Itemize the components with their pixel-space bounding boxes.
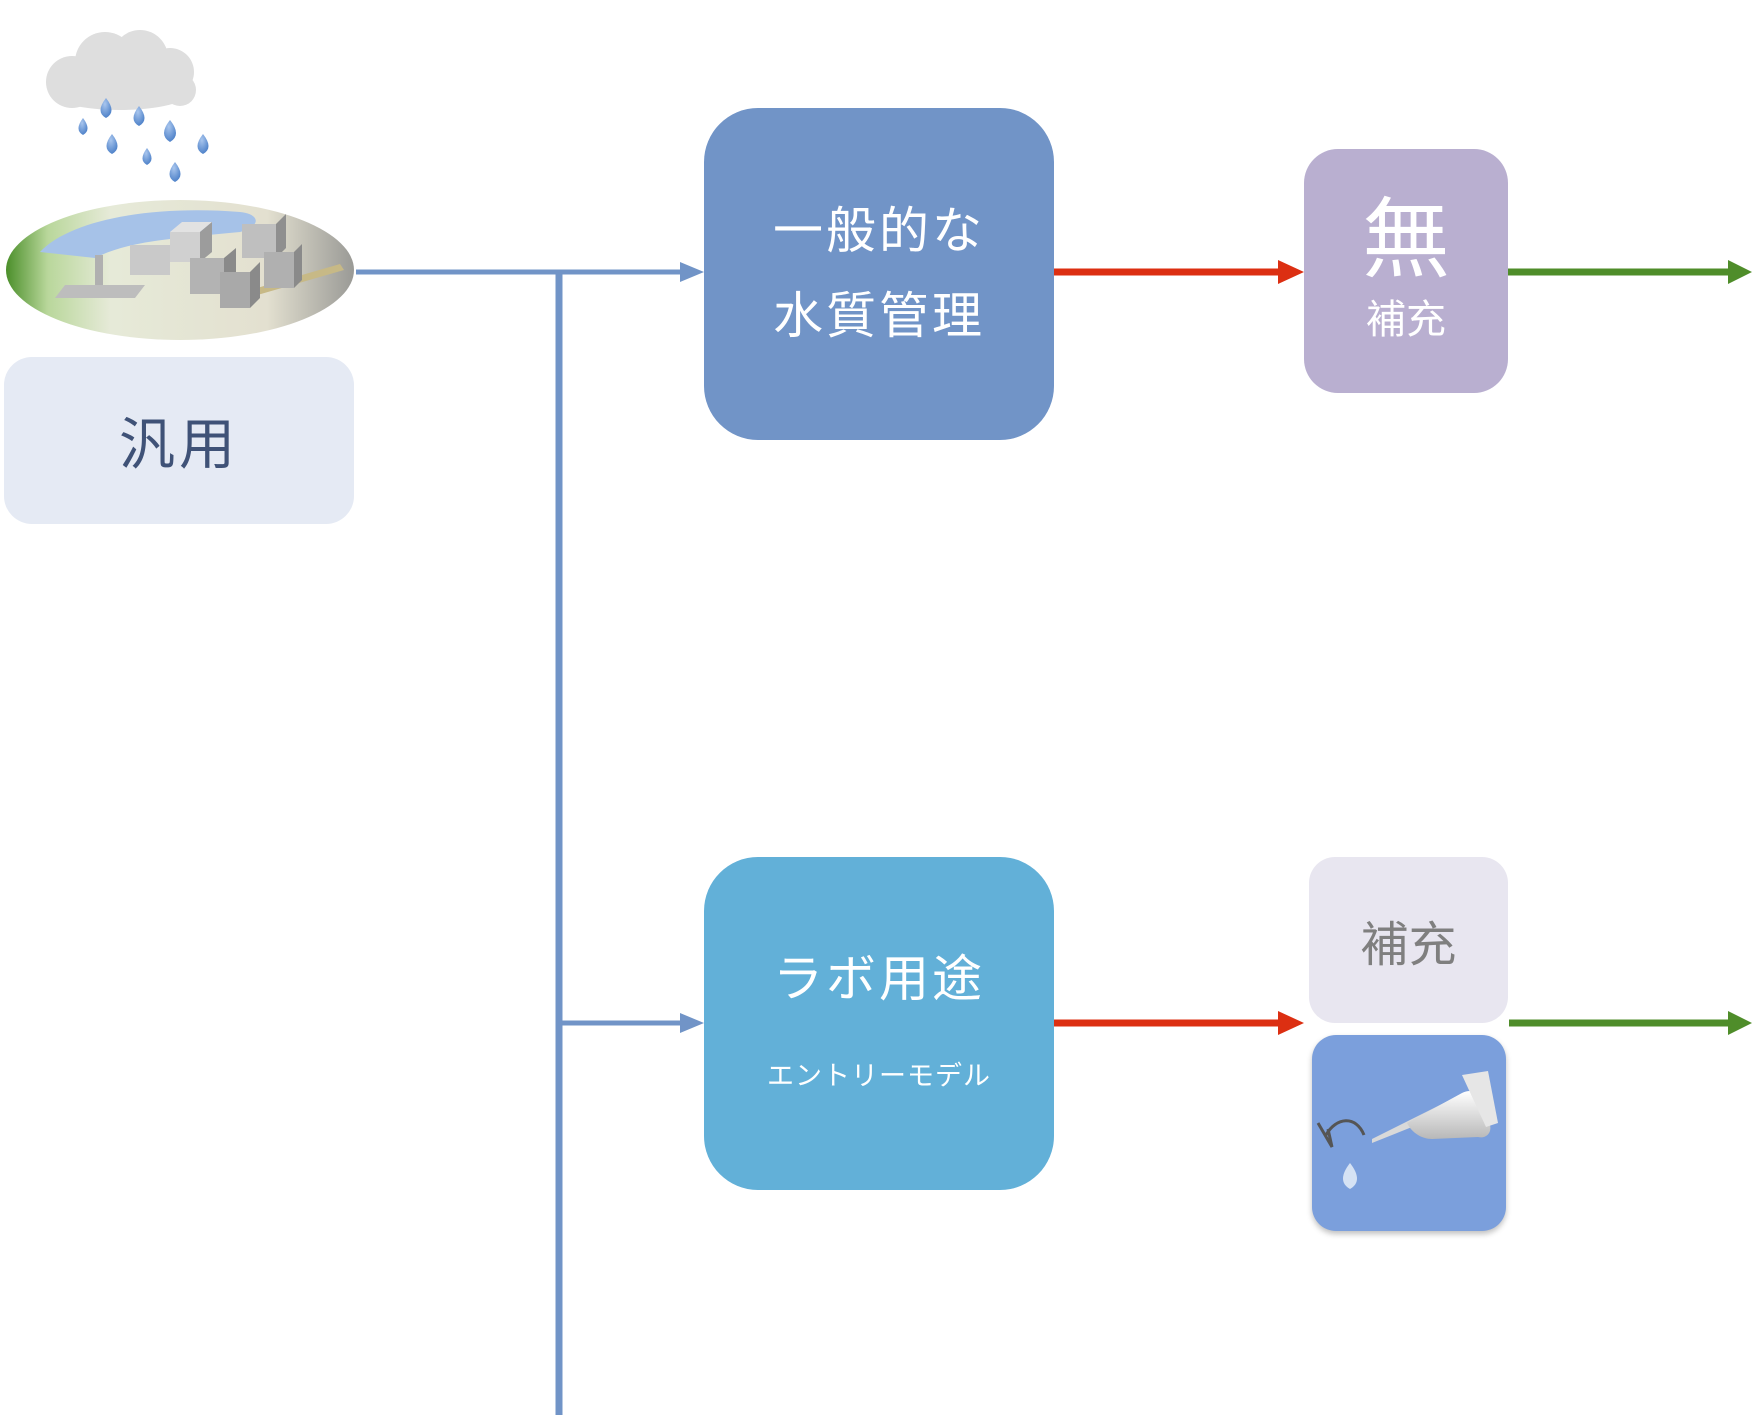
no-refill-box: 無 補充 [1304,149,1508,393]
green-arrowhead-2 [1728,1011,1752,1035]
no-refill-big-label: 無 [1361,188,1450,291]
green-arrowhead-1 [1728,260,1752,284]
lab-use-title: ラボ用途 [773,949,985,1008]
lab-use-subtitle: エントリーモデル [767,1060,991,1092]
refill-bottle-drop-icon [1316,1071,1498,1189]
lab-use-box: ラボ用途 エントリーモデル [704,857,1054,1190]
red-arrowhead-2 [1278,1011,1304,1035]
rain-city-water-icon [6,30,354,340]
arrowhead-to-general [680,262,704,282]
category-label: 汎用 [119,413,239,478]
red-arrowhead-1 [1278,260,1304,284]
general-water-quality-box: 一般的な 水質管理 [704,108,1054,440]
refill-label-box: 補充 [1309,857,1508,1023]
raindrop-icons [78,98,209,182]
general-water-quality-title: 一般的な 水質管理 [773,202,985,345]
refill-label: 補充 [1360,917,1457,973]
no-refill-small-label: 補充 [1366,297,1446,343]
connector-lines [356,260,1752,1415]
cloud-icon [46,30,196,110]
building-blocks [55,214,302,308]
refill-icon-tile [1312,1035,1506,1231]
arrowhead-to-lab [680,1013,704,1033]
category-box: 汎用 [4,357,354,524]
